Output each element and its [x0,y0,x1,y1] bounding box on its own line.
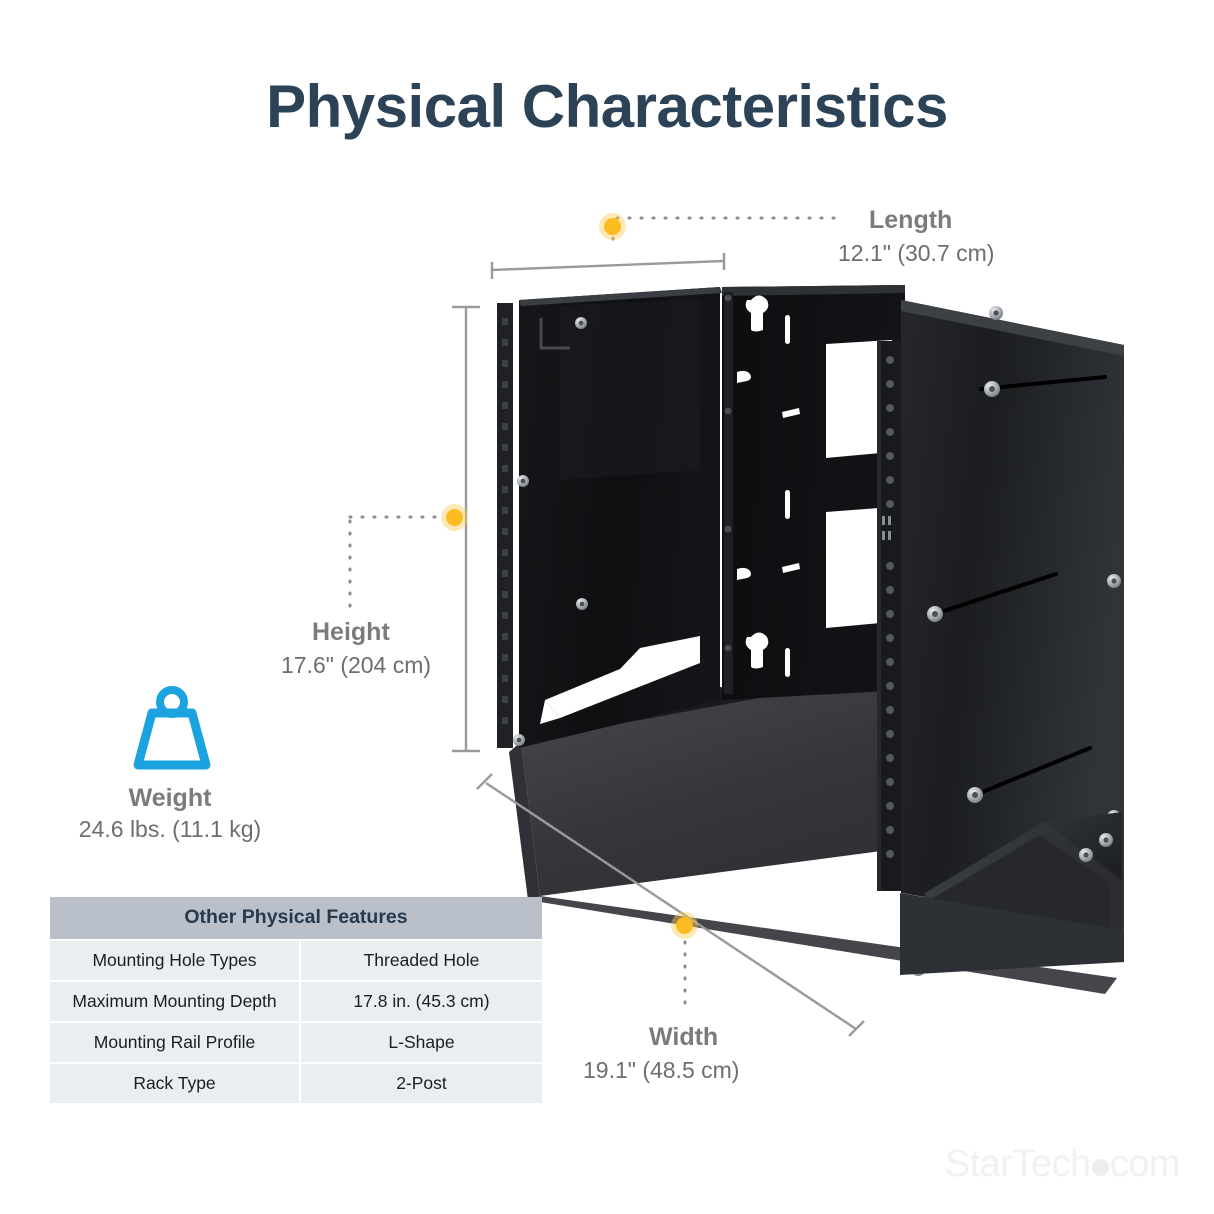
width-marker-dot [676,917,693,934]
other-physical-features-table: Other Physical Features Mounting Hole Ty… [50,895,542,1105]
height-value: 17.6" (204 cm) [281,652,432,678]
table-cell-value: 2-Post [299,1064,542,1103]
table-cell-name: Maximum Mounting Depth [50,982,299,1021]
height-label: Height [312,618,390,646]
watermark-logo: StarTech com [944,1143,1181,1186]
length-label: Length [869,206,953,234]
table-row: Maximum Mounting Depth 17.8 in. (45.3 cm… [50,982,542,1021]
table-cell-value: Threaded Hole [299,941,542,980]
table-cell-name: Mounting Hole Types [50,941,299,980]
weight-icon [133,686,211,770]
watermark-text-after: com [1109,1143,1181,1185]
table-header-row: Other Physical Features [50,897,542,939]
table-row: Mounting Hole Types Threaded Hole [50,941,542,980]
watermark-dot-icon [1091,1159,1109,1176]
table-cell-name: Rack Type [50,1064,299,1103]
table-header-title: Other Physical Features [50,897,542,939]
length-marker-dot [604,218,621,235]
width-value: 19.1" (48.5 cm) [583,1057,740,1083]
width-label: Width [649,1023,719,1051]
table-cell-value: 17.8 in. (45.3 cm) [299,982,542,1021]
table-row: Rack Type 2-Post [50,1064,542,1103]
page-title: Physical Characteristics [266,73,948,140]
weight-value: 24.6 lbs. (11.1 kg) [78,816,262,842]
length-value: 12.1" (30.7 cm) [838,240,995,266]
table-cell-value: L-Shape [299,1023,542,1062]
watermark-text-before: StarTech [944,1143,1091,1185]
table-cell-name: Mounting Rail Profile [50,1023,299,1062]
height-marker-dot [446,509,463,526]
weight-label: Weight [128,784,212,812]
table-row: Mounting Rail Profile L-Shape [50,1023,542,1062]
